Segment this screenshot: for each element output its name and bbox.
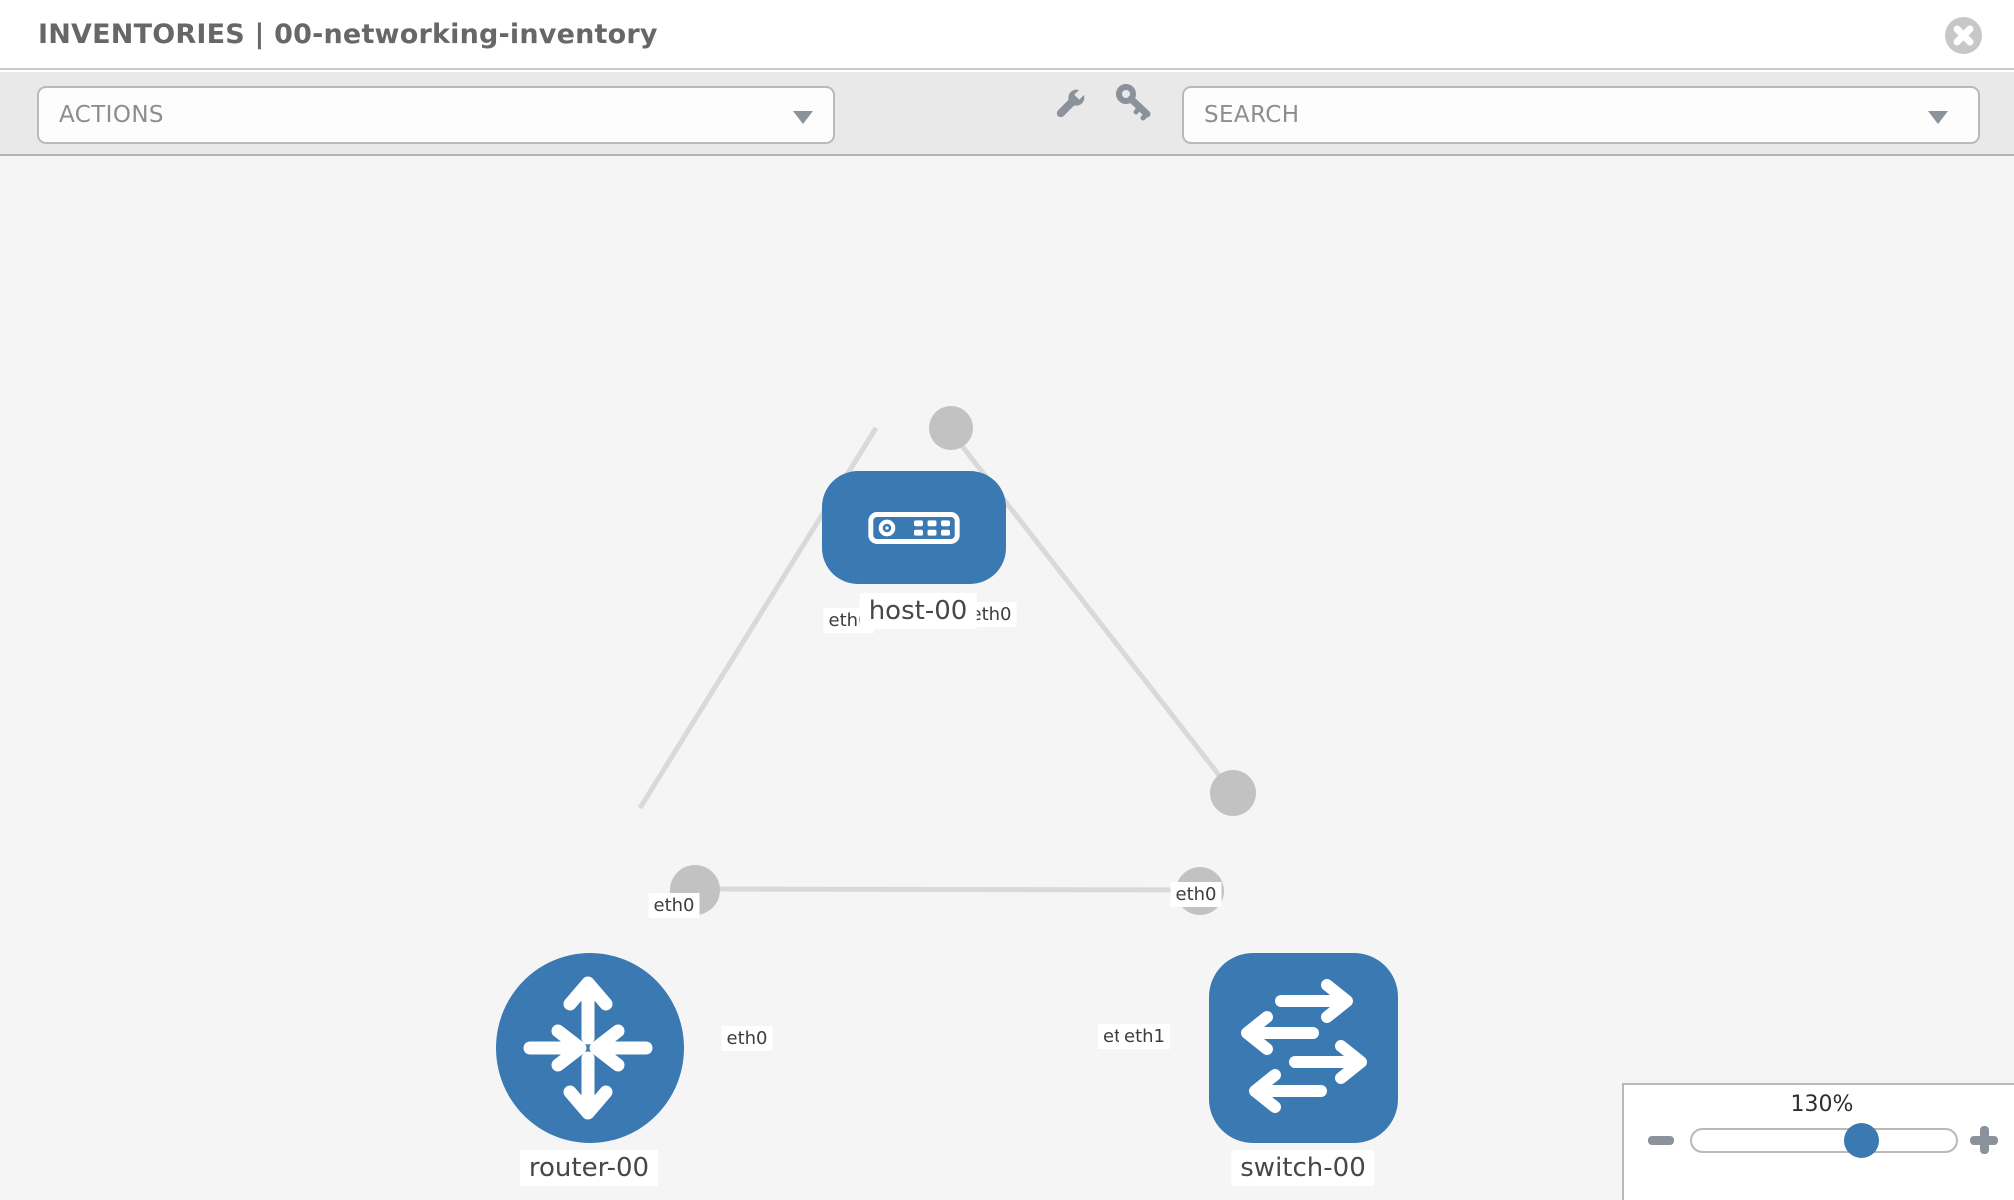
actions-dropdown[interactable]: ACTIONS <box>37 86 835 144</box>
zoom-level: 130% <box>1790 1092 1854 1117</box>
wrench-icon[interactable] <box>1050 83 1090 123</box>
node-label-host-00: host-00 <box>859 593 977 629</box>
key-icon[interactable] <box>1114 83 1154 123</box>
page-title: INVENTORIES | 00-networking-inventory <box>38 19 658 50</box>
minus-icon <box>1648 1136 1674 1145</box>
interface-label-router-eth0-uplink: eth0 <box>648 893 700 918</box>
zoom-slider-knob[interactable] <box>1844 1123 1879 1158</box>
port-switch-eth0 <box>1210 770 1256 816</box>
node-label-switch-00: switch-00 <box>1231 1150 1375 1186</box>
interface-label-router-eth0-link: eth0 <box>721 1026 773 1051</box>
link-router-switch[interactable] <box>694 886 1201 893</box>
node-switch-00[interactable] <box>1209 953 1398 1143</box>
close-button[interactable] <box>1945 17 1982 54</box>
search-dropdown-label: SEARCH <box>1204 102 1300 128</box>
topology-canvas[interactable]: host-00 router-00 switch-00 eth0 eth0 et… <box>0 156 2014 1200</box>
node-host-00[interactable] <box>822 471 1006 584</box>
header: INVENTORIES | 00-networking-inventory <box>0 0 2014 70</box>
plus-icon <box>1979 1126 1989 1154</box>
actions-dropdown-label: ACTIONS <box>59 102 164 128</box>
switch-icon <box>1241 979 1367 1113</box>
port-host-eth0 <box>929 406 973 450</box>
node-router-00[interactable] <box>496 953 684 1143</box>
close-icon <box>1953 25 1974 46</box>
toolbar: ACTIONS SEARCH <box>0 72 2014 156</box>
chevron-down-icon <box>1928 111 1948 124</box>
node-label-router-00: router-00 <box>519 1150 659 1186</box>
host-icon <box>868 511 960 544</box>
zoom-slider-track[interactable] <box>1690 1128 1958 1153</box>
interface-label-switch-eth0-uplink: eth0 <box>1170 882 1222 907</box>
zoom-out-button[interactable] <box>1648 1126 1676 1154</box>
interface-label-switch-eth1: eth1 <box>1119 1024 1170 1049</box>
zoom-in-button[interactable] <box>1970 1126 1998 1154</box>
router-icon <box>523 976 653 1120</box>
search-dropdown[interactable]: SEARCH <box>1182 86 1980 144</box>
links-layer <box>637 406 1256 915</box>
chevron-down-icon <box>793 111 813 124</box>
